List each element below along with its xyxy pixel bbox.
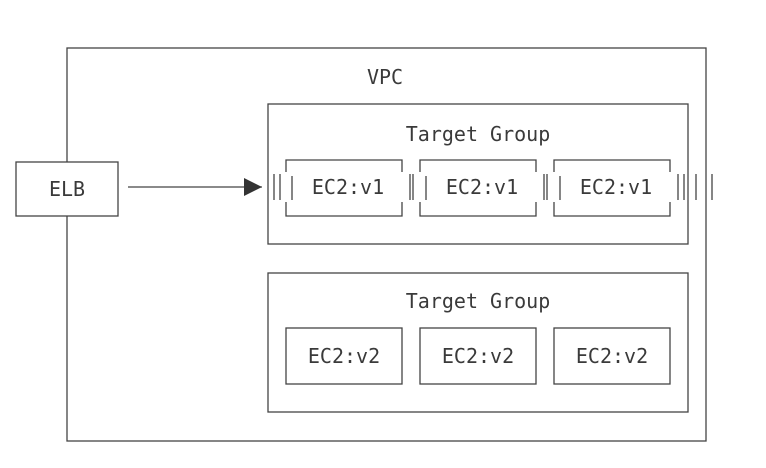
elb-node: ELB xyxy=(15,161,119,217)
target-group-2: Target Group EC2:v2 EC2:v2 EC2:v2 xyxy=(267,272,689,413)
instance-label: EC2:v2 xyxy=(442,344,514,368)
elb-label: ELB xyxy=(49,177,85,201)
instance-card: EC2:v2 xyxy=(285,327,403,385)
instance-card: EC2:v1 xyxy=(553,159,671,217)
connector-tick-marks xyxy=(273,174,713,200)
instance-label: EC2:v1 xyxy=(312,175,384,199)
vpc-container: VPC xyxy=(66,47,707,442)
target-group-1-border xyxy=(267,103,689,245)
target-group-2-label: Target Group xyxy=(406,289,551,313)
instance-label: EC2:v1 xyxy=(580,175,652,199)
vpc-label: VPC xyxy=(367,65,403,89)
instance-card: EC2:v1 xyxy=(285,159,403,217)
target-group-1-label: Target Group xyxy=(406,122,551,146)
instance-label: EC2:v1 xyxy=(446,175,518,199)
instance-card: EC2:v2 xyxy=(553,327,671,385)
instance-card: EC2:v2 xyxy=(419,327,537,385)
instance-card: EC2:v1 xyxy=(419,159,537,217)
instance-label: EC2:v2 xyxy=(308,344,380,368)
target-group-2-border xyxy=(267,272,689,413)
target-group-1: Target Group EC2:v1 EC2:v1 EC2:v1 xyxy=(267,103,713,245)
elb-box xyxy=(15,161,119,217)
vpc-border xyxy=(66,47,707,442)
instance-label: EC2:v2 xyxy=(576,344,648,368)
